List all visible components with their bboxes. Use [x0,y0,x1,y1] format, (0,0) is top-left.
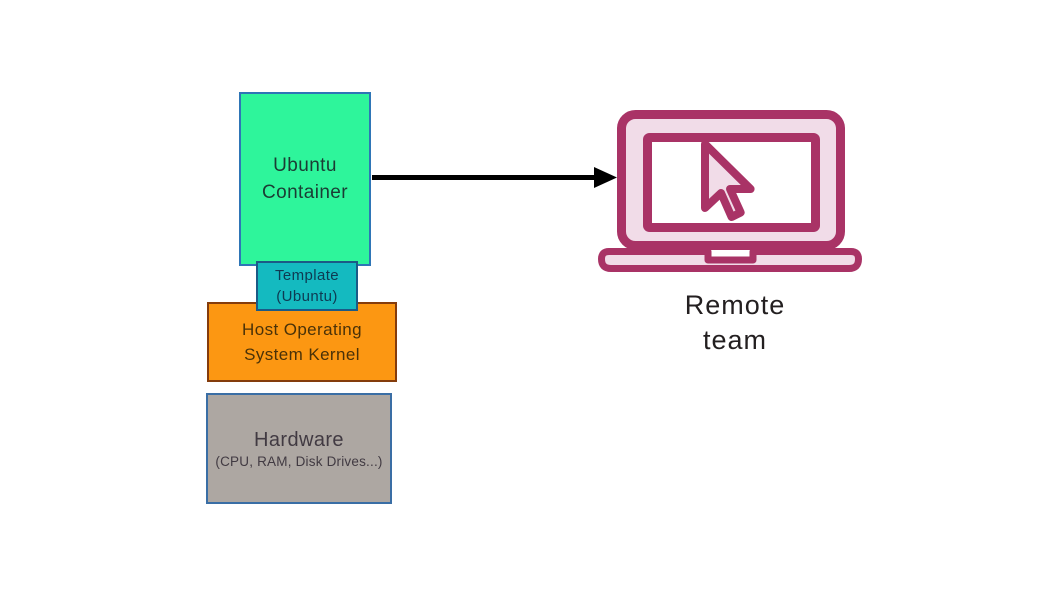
ubuntu-container-label-line2: Container [262,182,348,203]
host-kernel-label-line2: System Kernel [244,345,360,364]
host-kernel-box: Host Operating System Kernel [207,302,397,382]
ubuntu-container-box: Ubuntu Container [239,92,371,266]
template-label-line2: (Ubuntu) [276,288,338,305]
laptop-cursor-icon [598,110,862,272]
ubuntu-container-label-line1: Ubuntu [273,155,337,176]
remote-team-label: Remote team [620,288,850,358]
template-label-line1: Template [274,267,340,284]
remote-team-label-line1: Remote [684,290,786,320]
laptop-base [598,248,862,272]
remote-team-label-line2: team [702,325,768,355]
hardware-box: Hardware (CPU, RAM, Disk Drives...) [206,393,392,504]
cursor-icon [701,140,755,221]
host-kernel-label-line1: Host Operating [242,320,362,339]
flow-arrow-icon [372,167,617,188]
template-box: Template (Ubuntu) [256,261,358,311]
flow-arrow-head [594,167,617,188]
hardware-title: Hardware [254,428,344,451]
hardware-subtitle: (CPU, RAM, Disk Drives...) [215,453,383,469]
